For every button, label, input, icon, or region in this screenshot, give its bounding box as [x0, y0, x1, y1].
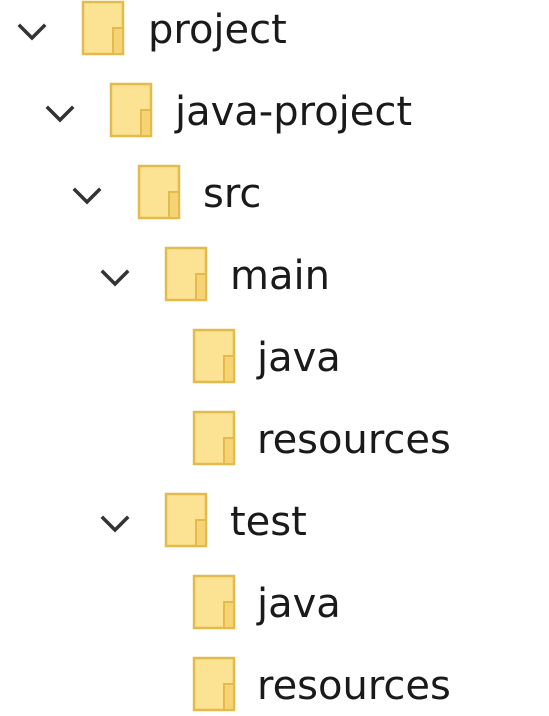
- tree-item-label: test: [230, 499, 307, 545]
- chevron-down-icon[interactable]: [95, 258, 135, 298]
- chevron-down-icon[interactable]: [67, 176, 107, 216]
- tree-item-label: java-project: [175, 89, 413, 135]
- folder-icon: [192, 410, 236, 466]
- tree-item-main[interactable]: main: [0, 246, 549, 330]
- tree-item-test-java[interactable]: java: [0, 574, 549, 658]
- tree-item-project[interactable]: project: [0, 0, 549, 84]
- folder-icon: [192, 656, 236, 712]
- folder-icon: [192, 574, 236, 630]
- tree-item-main-resources[interactable]: resources: [0, 410, 549, 494]
- folder-icon: [164, 246, 208, 302]
- folder-icon: [192, 328, 236, 384]
- tree-item-test-resources[interactable]: resources: [0, 656, 549, 716]
- folder-icon: [137, 164, 181, 220]
- tree-item-label: java: [257, 581, 341, 627]
- folder-icon: [164, 492, 208, 548]
- tree-item-label: resources: [257, 417, 451, 463]
- chevron-down-icon[interactable]: [95, 504, 135, 544]
- tree-item-main-java[interactable]: java: [0, 328, 549, 412]
- tree-item-src[interactable]: src: [0, 164, 549, 248]
- chevron-down-icon[interactable]: [12, 12, 52, 52]
- folder-icon: [109, 82, 153, 138]
- tree-item-label: resources: [257, 663, 451, 709]
- tree-item-label: project: [148, 7, 287, 53]
- tree-item-java-project[interactable]: java-project: [0, 82, 549, 166]
- chevron-down-icon[interactable]: [40, 94, 80, 134]
- folder-icon: [81, 0, 125, 56]
- tree-item-label: java: [257, 335, 341, 381]
- tree-item-label: src: [203, 171, 262, 217]
- tree-item-label: main: [230, 253, 330, 299]
- tree-item-test[interactable]: test: [0, 492, 549, 576]
